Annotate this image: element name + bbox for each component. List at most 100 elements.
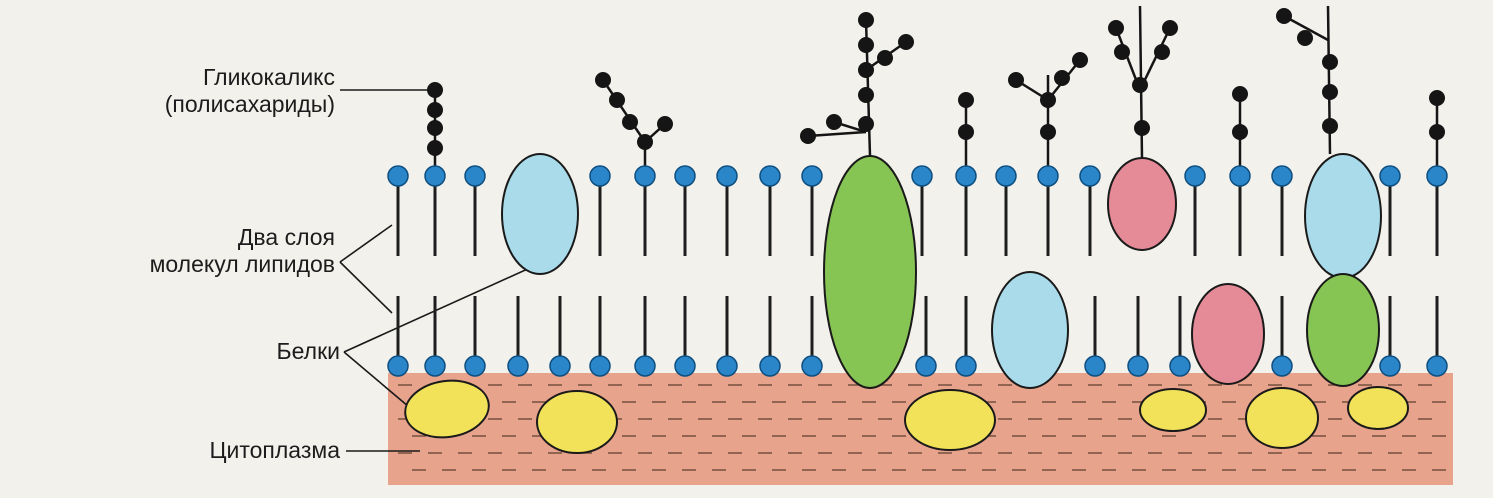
polysaccharide-bead	[858, 12, 874, 28]
polysaccharide-bead	[898, 34, 914, 50]
protein-globule-icon	[905, 390, 995, 450]
polysaccharide-bead	[826, 114, 842, 130]
polysaccharide-bead	[1232, 124, 1248, 140]
lipid-head	[675, 356, 695, 376]
bilayer-label: Два слоя молекул липидов	[40, 224, 335, 278]
polysaccharide-bead	[1132, 77, 1148, 93]
lipid-head	[996, 166, 1016, 186]
lipid-head	[388, 356, 408, 376]
lipid-head	[425, 356, 445, 376]
lipid-head	[1427, 166, 1447, 186]
polysaccharide-chains	[427, 6, 1445, 166]
lipid-head	[508, 356, 528, 376]
polysaccharide-bead	[622, 114, 638, 130]
polysaccharide-chain-icon	[595, 72, 673, 166]
protein-globule-icon	[1305, 154, 1381, 278]
lipid-head	[956, 166, 976, 186]
lipid-head	[635, 356, 655, 376]
polysaccharide-chain-icon	[1276, 6, 1338, 154]
polysaccharide-bead	[1322, 54, 1338, 70]
polysaccharide-bead	[1072, 52, 1088, 68]
lipid-head	[1272, 356, 1292, 376]
lipid-head	[635, 166, 655, 186]
bilayer-label-line2: молекул липидов	[40, 251, 335, 278]
protein-globule-icon	[1192, 284, 1264, 384]
polysaccharide-bead	[1276, 8, 1292, 24]
lipid-head	[1272, 166, 1292, 186]
glycocalyx-label-line1: Гликокаликс	[120, 64, 335, 91]
polysaccharide-bead	[1322, 84, 1338, 100]
polysaccharide-bead	[1108, 20, 1124, 36]
lipid-head	[717, 356, 737, 376]
lipid-head	[425, 166, 445, 186]
lipid-head	[465, 356, 485, 376]
polysaccharide-bead	[1134, 120, 1150, 136]
polysaccharide-bead	[858, 37, 874, 53]
lipid-head	[1128, 356, 1148, 376]
lipid-head	[916, 356, 936, 376]
polysaccharide-chain-icon	[1008, 52, 1088, 166]
lipid-head	[1380, 356, 1400, 376]
polysaccharide-bead	[1008, 72, 1024, 88]
lipid-head	[1038, 166, 1058, 186]
polysaccharide-chain-icon	[1429, 90, 1445, 166]
lipid-head	[760, 356, 780, 376]
lipid-head	[912, 166, 932, 186]
lipid-head	[465, 166, 485, 186]
polysaccharide-bead	[427, 102, 443, 118]
polysaccharide-bead	[877, 50, 893, 66]
polysaccharide-chain-icon	[1108, 6, 1178, 158]
glycocalyx-label-line2: (полисахариды)	[120, 91, 335, 118]
polysaccharide-bead	[609, 92, 625, 108]
polysaccharide-bead	[1054, 70, 1070, 86]
lipid-head	[956, 356, 976, 376]
polysaccharide-bead	[1429, 90, 1445, 106]
protein-globule-icon	[1348, 387, 1408, 429]
polysaccharide-bead	[657, 116, 673, 132]
polysaccharide-chain-icon	[800, 12, 914, 156]
lipid-head	[1427, 356, 1447, 376]
polysaccharide-bead	[427, 140, 443, 156]
polysaccharide-bead	[1040, 92, 1056, 108]
polysaccharide-bead	[1322, 118, 1338, 134]
polysaccharide-bead	[427, 120, 443, 136]
polysaccharide-bead	[1162, 20, 1178, 36]
lipid-head	[1170, 356, 1190, 376]
polysaccharide-bead	[1429, 124, 1445, 140]
polysaccharide-bead	[595, 72, 611, 88]
lipid-head	[550, 356, 570, 376]
protein-globule-icon	[1246, 388, 1318, 448]
polysaccharide-bead	[800, 128, 816, 144]
protein-globule-icon	[1140, 389, 1206, 431]
protein-globule-icon	[537, 391, 617, 453]
polysaccharide-bead	[427, 82, 443, 98]
polysaccharide-chain-icon	[958, 92, 974, 166]
protein-globule-icon	[1307, 274, 1379, 386]
bilayer-label-line1: Два слоя	[40, 224, 335, 251]
lipid-head	[802, 356, 822, 376]
lipid-head	[1230, 166, 1250, 186]
protein-globule-icon	[824, 156, 916, 388]
polysaccharide-bead	[858, 87, 874, 103]
polysaccharide-chain-icon	[1232, 86, 1248, 166]
lipid-head	[1085, 356, 1105, 376]
polysaccharide-bead	[958, 92, 974, 108]
polysaccharide-bead	[1297, 30, 1313, 46]
polysaccharide-bead	[1232, 86, 1248, 102]
lipid-head	[802, 166, 822, 186]
lipid-head	[1380, 166, 1400, 186]
polysaccharide-bead	[1114, 44, 1130, 60]
lipid-head	[717, 166, 737, 186]
cytoplasm-label: Цитоплазма	[100, 437, 340, 464]
lipid-head	[388, 166, 408, 186]
lipid-head	[1185, 166, 1205, 186]
polysaccharide-chain-icon	[427, 82, 443, 166]
lipid-head	[590, 166, 610, 186]
protein-globule-icon	[502, 154, 578, 274]
proteins-label: Белки	[180, 338, 340, 365]
protein-globule-icon	[1108, 158, 1176, 250]
glycocalyx-label: Гликокаликс (полисахариды)	[120, 64, 335, 118]
lipid-head	[590, 356, 610, 376]
polysaccharide-bead	[858, 62, 874, 78]
